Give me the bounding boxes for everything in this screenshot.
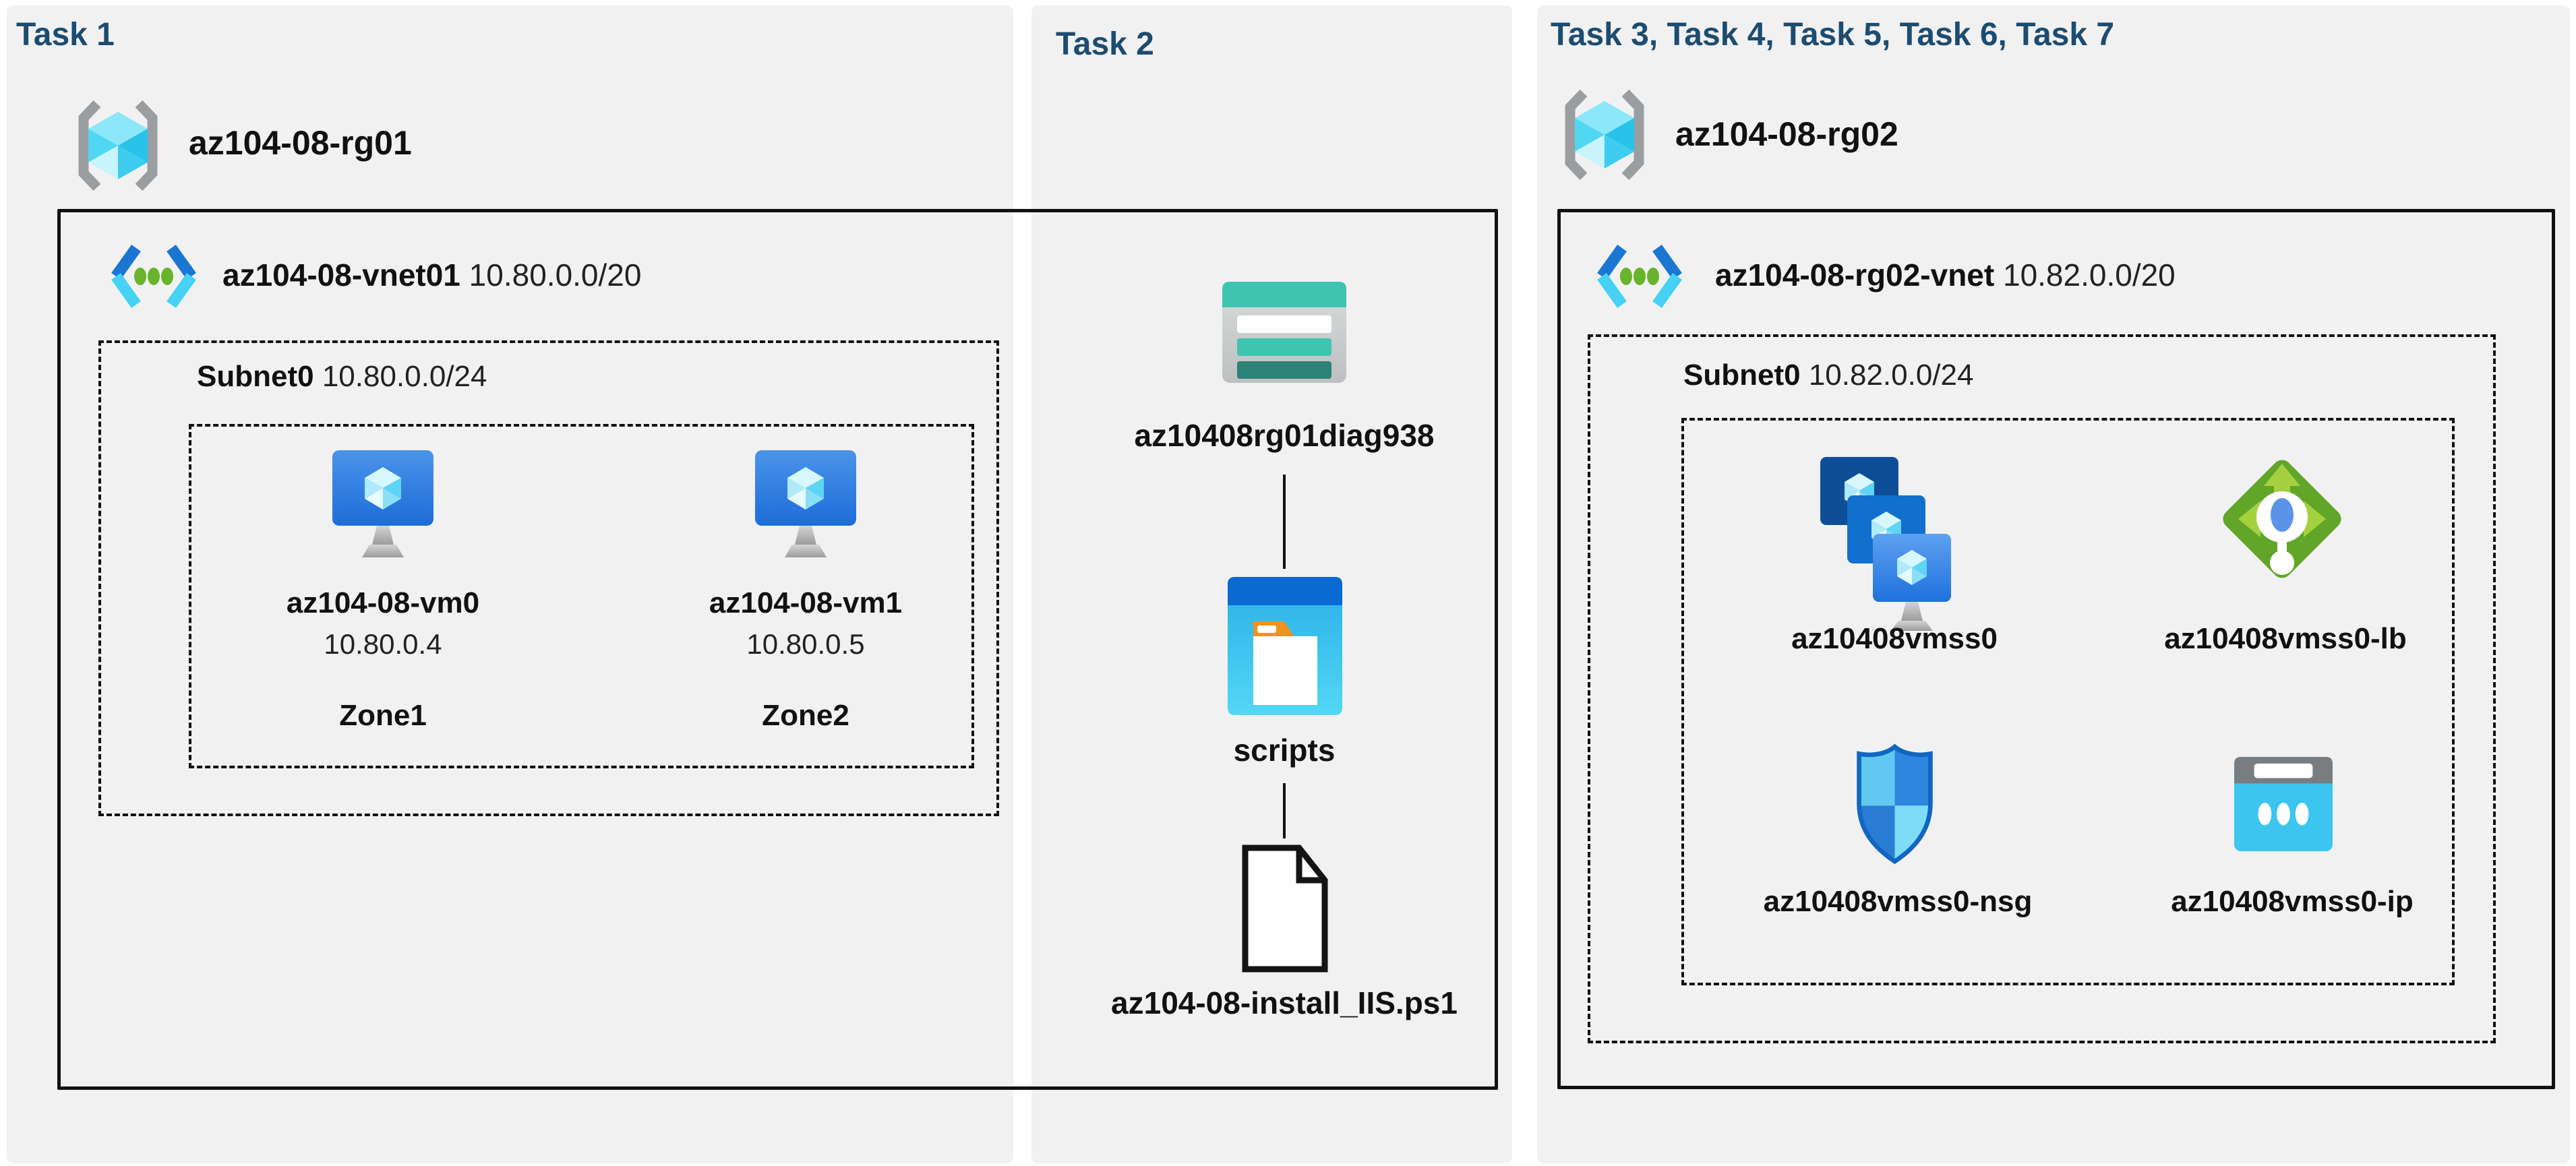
subnet-name: Subnet0 [1683, 359, 1801, 392]
storage-account-label: az10408rg01diag938 [1134, 418, 1435, 453]
virtual-machine-icon [332, 450, 433, 561]
subnet-cidr: 10.82.0.0/24 [1808, 359, 1974, 392]
vm-name: az104-08-vm0 [286, 586, 480, 619]
storage-account-icon [1222, 282, 1346, 383]
resource-group-icon [1561, 89, 1648, 181]
resource-group-label: az104-08-rg02 [1675, 115, 1898, 153]
panel-task1 [7, 5, 1013, 1163]
connector-line [1283, 783, 1286, 838]
vnet-name: az104-08-vnet01 [222, 257, 460, 293]
container-label: scripts [1233, 733, 1336, 768]
panel-task3 [1537, 5, 2570, 1163]
subnet-label: Subnet0 10.82.0.0/24 [1683, 359, 1973, 392]
virtual-network-icon [1592, 243, 1687, 310]
blob-container-icon [1228, 577, 1342, 715]
vm-ip: 10.80.0.5 [746, 628, 865, 660]
file-icon [1241, 844, 1329, 973]
vnet-cidr: 10.82.0.0/20 [2002, 257, 2176, 293]
vnet-label: az104-08-vnet01 10.80.0.0/20 [222, 258, 641, 293]
header-task1: Task 1 [16, 17, 115, 53]
public-ip-icon [2234, 757, 2333, 851]
subnet-name: Subnet0 [197, 360, 314, 393]
load-balancer-icon [2219, 447, 2345, 591]
subnet-label: Subnet0 10.80.0.0/24 [197, 360, 487, 393]
subnet2-inner-box [1681, 418, 2455, 985]
resource-group-label: az104-08-rg01 [189, 124, 412, 162]
nsg-label: az10408vmss0-nsg [1763, 885, 2033, 918]
connector-line [1283, 474, 1286, 569]
vm-ip: 10.80.0.4 [324, 628, 442, 660]
header-task3: Task 3, Task 4, Task 5, Task 6, Task 7 [1551, 17, 2115, 53]
vnet1-box [57, 209, 1498, 1090]
vm-scale-set-icon [1820, 457, 1955, 632]
vmss-label: az10408vmss0 [1791, 622, 1998, 655]
subnet1-inner-box [189, 424, 974, 768]
vnet-name: az104-08-rg02-vnet [1715, 257, 1995, 293]
virtual-machine-icon [755, 450, 856, 561]
resource-group-icon [74, 100, 162, 191]
lb-label: az10408vmss0-lb [2164, 622, 2407, 655]
vm-name: az104-08-vm1 [709, 586, 903, 619]
subnet-cidr: 10.80.0.0/24 [322, 360, 487, 393]
nsg-shield-icon [1853, 743, 1937, 865]
vnet2-box [1557, 209, 2555, 1089]
vnet-cidr: 10.80.0.0/20 [469, 257, 642, 293]
vm-zone: Zone1 [339, 699, 427, 732]
vnet-label: az104-08-rg02-vnet 10.82.0.0/20 [1715, 258, 2176, 293]
virtual-network-icon [107, 243, 201, 310]
subnet1-outer-box [98, 340, 999, 816]
file-label: az104-08-install_IIS.ps1 [1111, 985, 1458, 1020]
ip-label: az10408vmss0-ip [2171, 885, 2414, 918]
subnet2-outer-box [1588, 334, 2496, 1043]
vm-zone: Zone2 [762, 699, 849, 732]
header-task2: Task 2 [1056, 26, 1154, 62]
